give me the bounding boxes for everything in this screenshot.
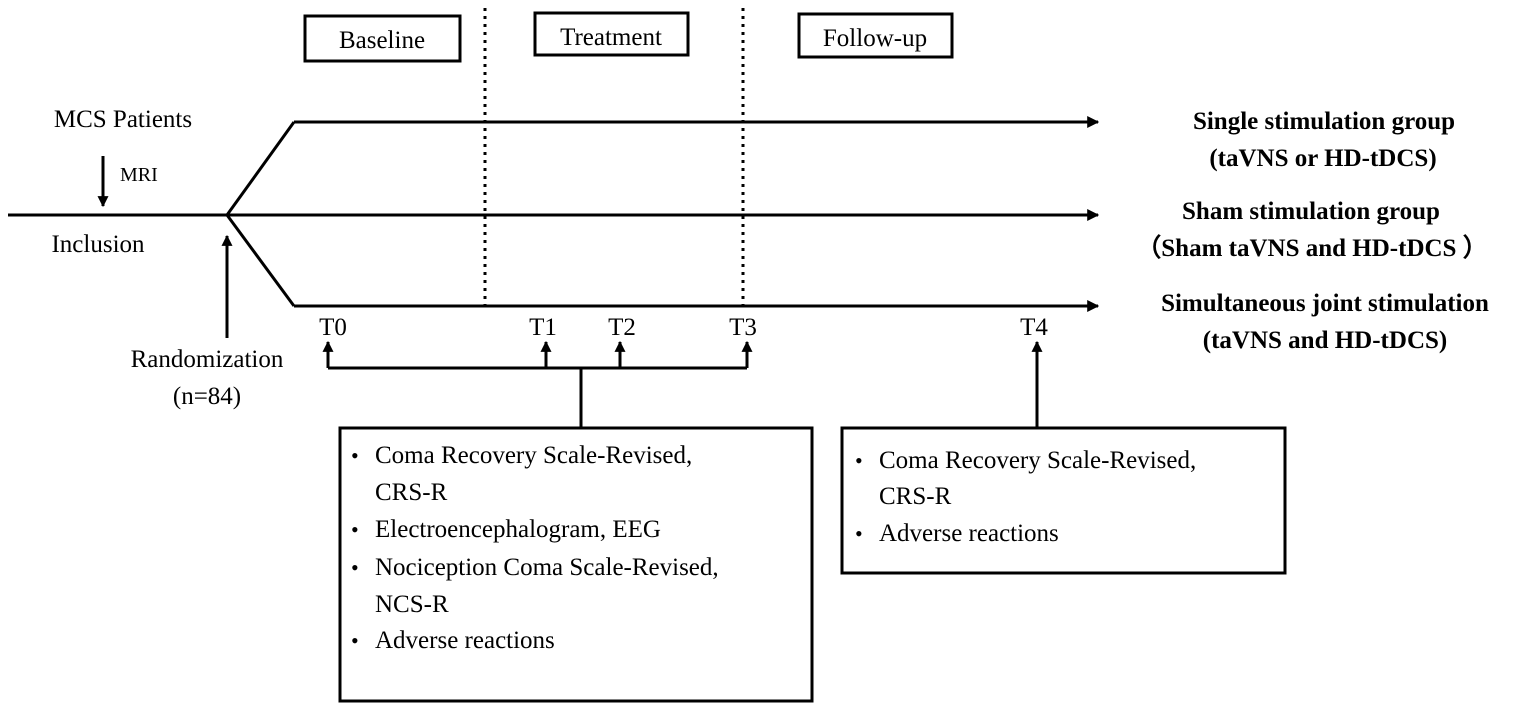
assessment-box-t0-t3 xyxy=(338,426,814,703)
group-single-line1: Single stimulation group xyxy=(1193,108,1455,135)
list-item: Nociception Coma Scale-Revised, xyxy=(375,554,719,581)
list-bullet: • xyxy=(855,448,863,473)
group-joint-line1: Simultaneous joint stimulation xyxy=(1161,290,1489,317)
assessment-list-t0-t3: • Coma Recovery Scale-Revised, CRS-R • E… xyxy=(351,442,719,654)
timepoint-t0: T0 xyxy=(319,314,347,341)
sample-size-label: (n=84) xyxy=(173,383,241,410)
list-item: Adverse reactions xyxy=(375,627,555,654)
treatment-phase-label: Treatment xyxy=(560,24,662,51)
group-single-line2: (taVNS or HD-tDCS) xyxy=(1209,145,1436,172)
group-sham-line2: （Sham taVNS and HD-tDCS ） xyxy=(1136,233,1487,262)
group-joint-line2: (taVNS and HD-tDCS) xyxy=(1203,327,1447,354)
assessment-list-t4: • Coma Recovery Scale-Revised, CRS-R • A… xyxy=(855,447,1196,547)
mri-label: MRI xyxy=(120,164,158,186)
baseline-phase-box xyxy=(303,14,462,63)
inclusion-label: Inclusion xyxy=(51,231,145,258)
follow-up-phase-label: Follow-up xyxy=(823,25,927,52)
list-item: Electroencephalogram, EEG xyxy=(375,516,661,543)
list-bullet: • xyxy=(351,517,359,542)
treatment-phase-box xyxy=(533,11,690,57)
list-bullet: • xyxy=(855,521,863,546)
timepoint-t2: T2 xyxy=(608,314,636,341)
timepoint-t4: T4 xyxy=(1020,314,1048,341)
timepoint-t3: T3 xyxy=(729,314,757,341)
list-item-continuation: CRS-R xyxy=(879,483,952,510)
randomization-label: Randomization xyxy=(131,346,284,373)
branch-lower xyxy=(225,214,296,307)
group-sham-line1: Sham stimulation group xyxy=(1182,198,1440,225)
assessment-box-t4 xyxy=(840,426,1287,575)
follow-up-phase-box xyxy=(797,12,954,59)
list-bullet: • xyxy=(351,443,359,468)
list-item-continuation: CRS-R xyxy=(375,479,448,506)
list-item: Coma Recovery Scale-Revised, xyxy=(375,442,692,469)
mcs-patients-label: MCS Patients xyxy=(54,106,192,133)
baseline-phase-label: Baseline xyxy=(339,27,425,54)
list-item: Coma Recovery Scale-Revised, xyxy=(879,447,1196,474)
list-bullet: • xyxy=(351,555,359,580)
list-item-continuation: NCS-R xyxy=(375,591,449,618)
timepoint-t1: T1 xyxy=(529,314,557,341)
list-bullet: • xyxy=(351,628,359,653)
list-item: Adverse reactions xyxy=(879,520,1059,547)
branch-upper xyxy=(225,121,296,216)
